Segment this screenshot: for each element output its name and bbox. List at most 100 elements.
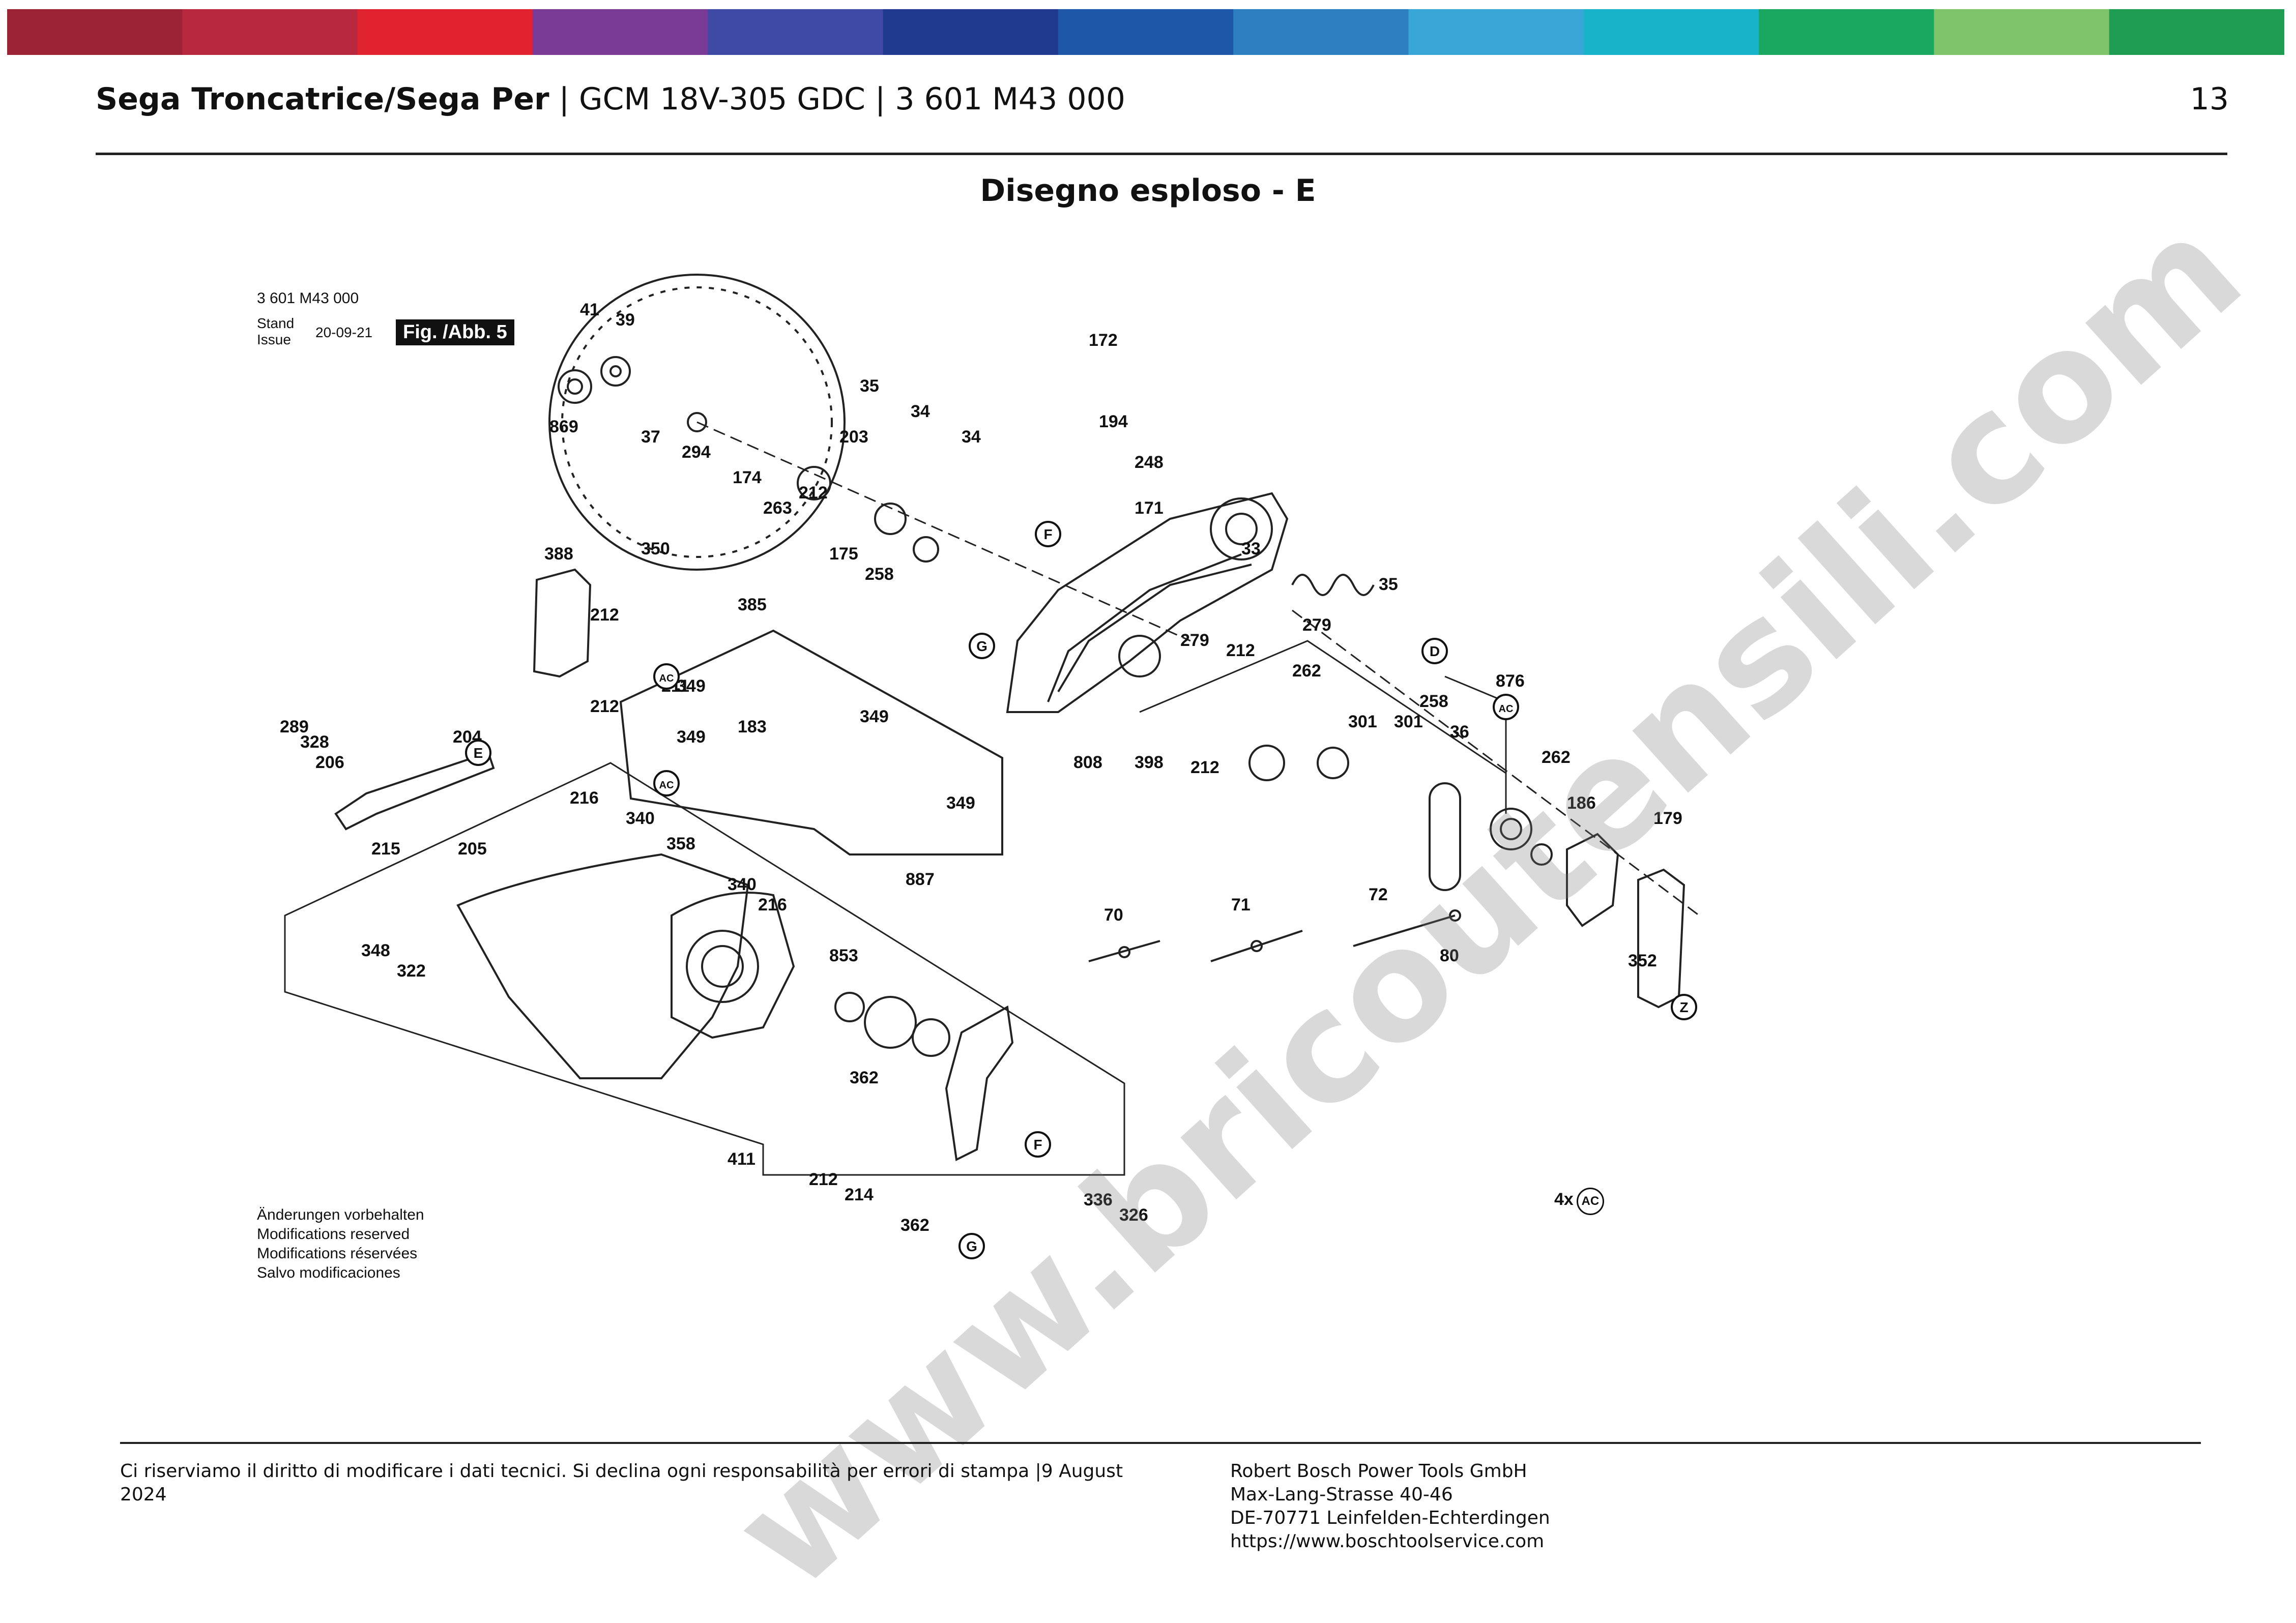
brand-bar-segment [1058, 9, 1234, 55]
header-divider [96, 153, 2227, 155]
ref-marker: F [1025, 1131, 1051, 1158]
issue-label: Issue [257, 332, 291, 347]
part-label: 171 [1135, 498, 1164, 518]
figure-badge: Fig. /Abb. 5 [396, 319, 514, 345]
ref-marker: AC [653, 663, 680, 690]
part-label: 258 [1419, 692, 1448, 711]
part-label: 336 [1084, 1190, 1113, 1209]
part-label: 340 [626, 809, 655, 828]
blade-guard-shape [671, 892, 795, 1039]
document-title-rest: | GCM 18V-305 GDC | 3 601 M43 000 [549, 81, 1125, 117]
company-street: Max-Lang-Strasse 40-46 [1230, 1484, 1453, 1505]
ref-marker: G [958, 1233, 985, 1259]
part-label: 328 [300, 732, 329, 752]
part-label: 352 [1628, 951, 1657, 970]
ref-marker-letter: AC [659, 780, 674, 791]
ref-marker: G [969, 633, 995, 659]
motor-housing-shape [1006, 492, 1289, 713]
part-label: 41 [580, 300, 599, 319]
part-label: 349 [677, 676, 706, 696]
brand-bar-segment [1934, 9, 2110, 55]
part-label: 362 [900, 1216, 929, 1235]
part-label: 212 [590, 605, 619, 625]
part-label: 362 [850, 1068, 879, 1087]
ref-marker: D [1421, 638, 1448, 664]
ref-marker-letter: AC [659, 673, 674, 684]
footer-disclaimer: Ci riserviamo il diritto di modificare i… [120, 1461, 1123, 1505]
brand-bar-segment [532, 9, 709, 55]
part-label: 212 [799, 483, 828, 503]
part-label: 398 [1135, 753, 1164, 772]
issue-date: 20-09-21 [315, 324, 373, 340]
part-label: 349 [946, 793, 975, 813]
part-label: 179 [1653, 809, 1682, 828]
brand-bar-segment [1583, 9, 1760, 55]
ref-marker: E [465, 740, 491, 766]
section-title: Disegno esploso - E [980, 173, 1316, 209]
part-label: 349 [677, 727, 706, 747]
part-label: 35 [1379, 575, 1398, 594]
brand-bar-segment [1233, 9, 1409, 55]
brand-color-bar [7, 9, 2284, 55]
brand-bar-segment [708, 9, 884, 55]
service-url[interactable]: https://www.boschtoolservice.com [1230, 1531, 1545, 1552]
page-number: 13 [2190, 81, 2229, 117]
stand-label: Stand [257, 315, 295, 331]
ref-marker-letter: G [976, 638, 987, 654]
part-label: 411 [728, 1149, 755, 1169]
part-label: 258 [865, 565, 894, 584]
brand-bar-segment [7, 9, 183, 55]
side-cover-179 [1637, 868, 1685, 1009]
note-line: Modifications réservées [257, 1245, 418, 1262]
part-label: 34 [962, 427, 981, 447]
company-name: Robert Bosch Power Tools GmbH [1230, 1461, 1527, 1482]
footer-divider [120, 1442, 2201, 1444]
note-line: Modifications reserved [257, 1226, 410, 1243]
part-label: 385 [738, 595, 767, 614]
part-label: 301 [1348, 712, 1377, 731]
brand-bar-segment [1759, 9, 1935, 55]
brand-bar-segment [2109, 9, 2284, 55]
part-label: 70 [1104, 905, 1123, 925]
part-label: 34 [911, 402, 930, 421]
part-label: 186 [1567, 793, 1596, 813]
part-label: 289 [280, 717, 309, 736]
lower-guard-shape [456, 853, 749, 1079]
part-label: 808 [1073, 753, 1102, 772]
part-label: 262 [1542, 748, 1571, 767]
ref-marker: AC [1493, 694, 1519, 720]
part-label: 212 [1226, 641, 1255, 660]
exploded-drawing: 4139869372941742633502032123534341721942… [280, 274, 1700, 1259]
part-label: 349 [860, 707, 889, 726]
quantity-prefix: 4x [1554, 1190, 1574, 1209]
part-label: 33 [1241, 539, 1261, 558]
saw-blade-teeth [561, 286, 833, 558]
ref-marker-letter: F [1043, 526, 1052, 542]
part-label: 215 [371, 839, 400, 859]
part-label: 214 [845, 1185, 874, 1204]
company-city: DE-70771 Leinfelden-Echterdingen [1230, 1508, 1550, 1528]
ref-marker-letter: G [966, 1238, 977, 1254]
ref-marker-letter: D [1430, 643, 1440, 659]
part-label: 183 [738, 717, 767, 736]
part-label: 206 [315, 753, 344, 772]
brand-bar-segment [883, 9, 1059, 55]
part-label: 279 [1302, 615, 1331, 635]
quantity-ref-marker: AC [1576, 1188, 1604, 1215]
part-label: 322 [397, 961, 426, 981]
document-title: Sega Troncatrice/Sega Per | GCM 18V-305 … [96, 81, 1125, 117]
footer-address: Robert Bosch Power Tools GmbH Max-Lang-S… [1230, 1460, 1550, 1553]
brand-bar-segment [182, 9, 358, 55]
part-label: 37 [641, 427, 660, 447]
part-label: 212 [590, 697, 619, 716]
part-label: 36 [1450, 722, 1469, 742]
part-label: 263 [763, 498, 792, 518]
part-label: 350 [641, 539, 670, 558]
part-label: 876 [1496, 671, 1525, 691]
part-label: 853 [829, 946, 858, 965]
part-label: 212 [1190, 758, 1219, 777]
document-title-bold: Sega Troncatrice/Sega Per [96, 81, 549, 117]
stand-issue-label: Stand Issue [257, 315, 294, 348]
drawing-linework [284, 274, 1700, 1176]
